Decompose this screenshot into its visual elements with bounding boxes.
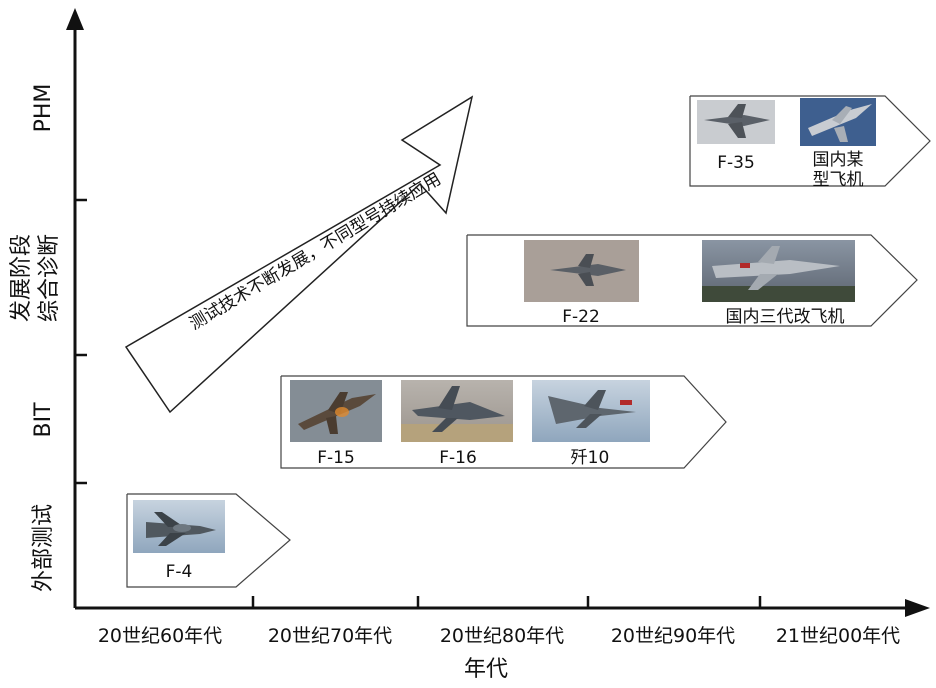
aircraft-label-domestic-type-line1: 国内某: [813, 150, 864, 170]
y-stage-label-bit: BIT: [31, 402, 56, 438]
group-phm: F-35 国内某 型飞机: [689, 95, 931, 190]
aircraft-label-f35: F-35: [717, 153, 755, 173]
y-title-line1: 发展阶段: [9, 234, 34, 322]
y-axis-arrowhead: [66, 8, 84, 30]
x-tick-label-3: 20世纪80年代: [440, 625, 564, 647]
x-tick-label-4: 20世纪90年代: [611, 625, 735, 647]
aircraft-label-domestic-type-line2: 型飞机: [813, 170, 864, 190]
trend-arrow-shape: [124, 95, 474, 414]
x-tick-label-5: 21世纪00年代: [776, 625, 900, 647]
aircraft-label-f15: F-15: [317, 448, 355, 468]
aircraft-label-f22: F-22: [562, 307, 600, 327]
group-external-test: F-4: [126, 493, 291, 588]
aircraft-label-f16: F-16: [439, 448, 477, 468]
photo-domestic-3rd-gen: [702, 240, 855, 302]
photo-domestic-type: [800, 98, 876, 146]
y-stage-label-phm: PHM: [31, 84, 56, 133]
y-title-line2: 综合诊断: [37, 234, 62, 322]
x-ticks: [251, 596, 762, 608]
x-axis-arrowhead: [905, 599, 930, 617]
aircraft-label-domestic-3rd-gen: 国内三代改飞机: [726, 307, 845, 327]
trend-arrow-label: 测试技术不断发展，不同型号持续应用: [186, 169, 444, 334]
y-stage-label-external: 外部测试: [31, 504, 56, 592]
x-axis-title: 年代: [464, 657, 508, 682]
x-tick-label-1: 20世纪60年代: [98, 625, 222, 647]
photo-f15: [290, 380, 382, 442]
photo-f22: [524, 240, 639, 302]
photo-f35: [697, 100, 775, 144]
photo-j10: [532, 380, 650, 442]
group-integrated-diagnosis: F-22 国内三代改飞机: [466, 234, 918, 327]
x-tick-label-2: 20世纪70年代: [268, 625, 392, 647]
photo-f16: [401, 380, 513, 442]
axes: [73, 26, 905, 610]
group-bit: F-15 F-16 歼10: [280, 375, 727, 469]
y-ticks: [75, 198, 87, 485]
aircraft-label-f4: F-4: [166, 562, 193, 582]
aircraft-label-j10: 歼10: [571, 448, 610, 468]
trend-arrow: 测试技术不断发展，不同型号持续应用: [124, 95, 474, 414]
photo-f4: [133, 500, 225, 553]
